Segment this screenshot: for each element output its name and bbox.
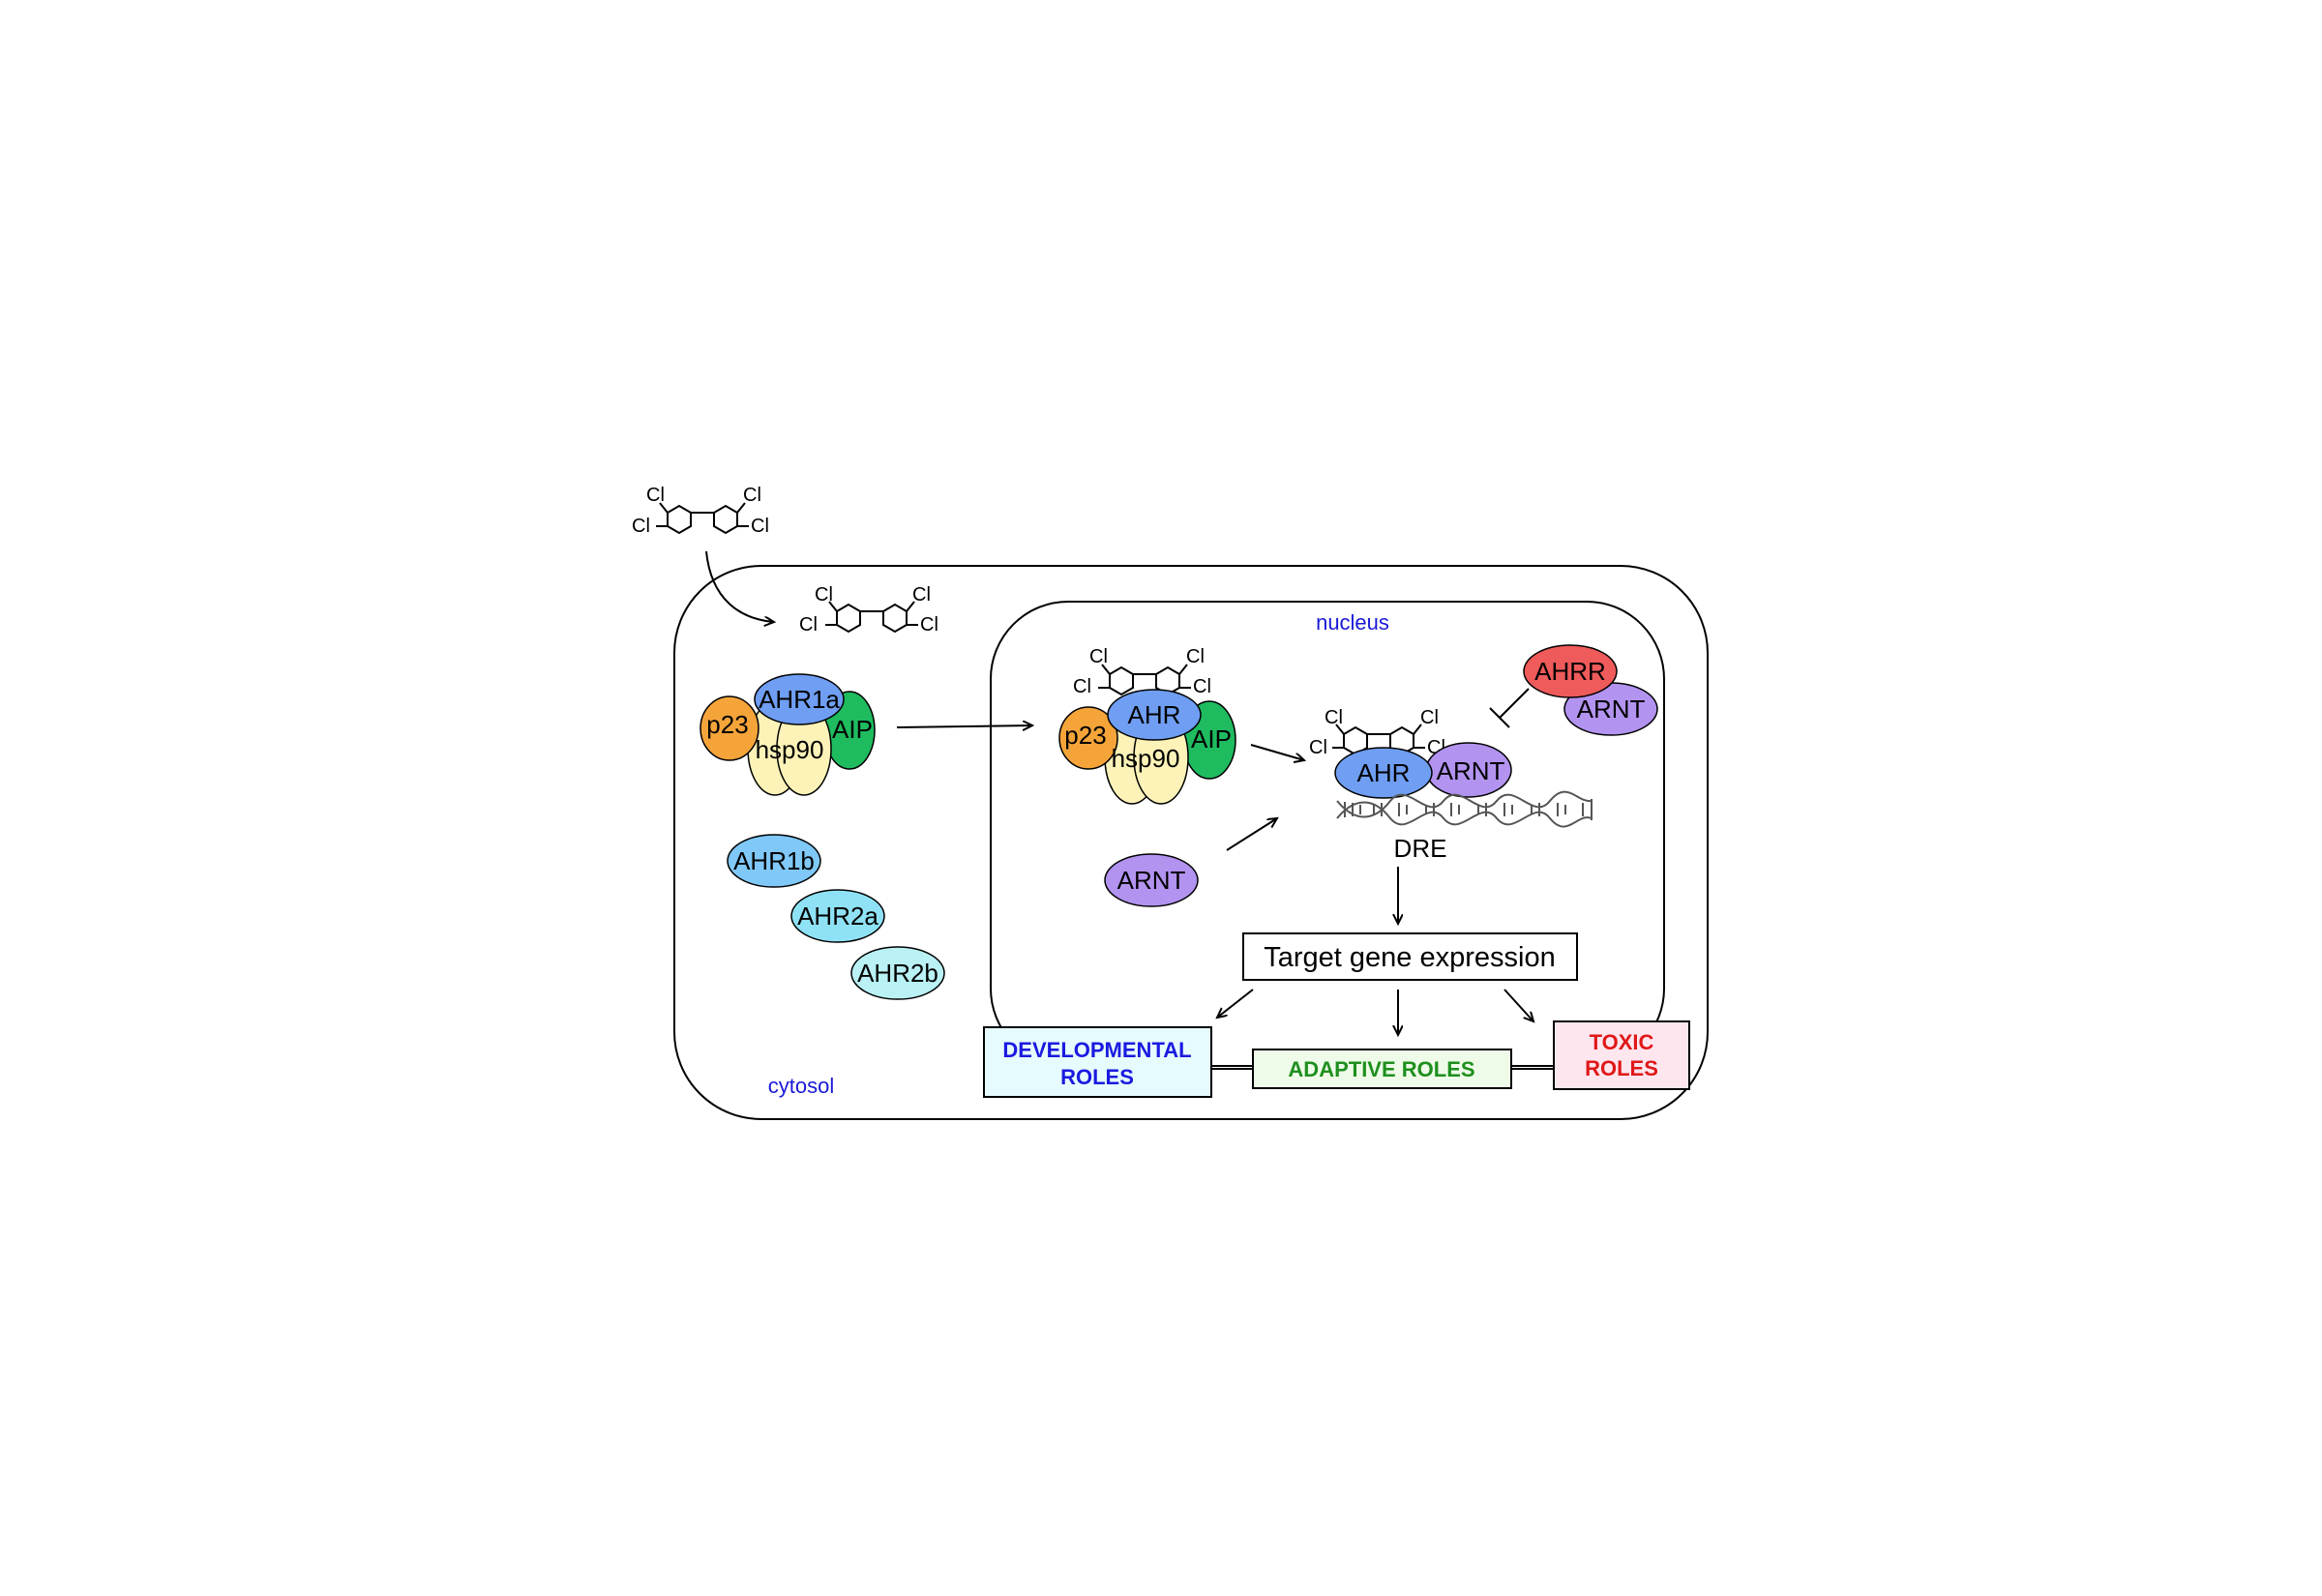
toxic-roles-line1: TOXIC [1590, 1030, 1654, 1054]
cl-label: Cl [632, 516, 650, 537]
cl-label: Cl [1089, 646, 1108, 667]
target-gene-expression-label: Target gene expression [1264, 942, 1555, 973]
pcb-ligand-cytosol: Cl Cl Cl Cl [799, 584, 938, 635]
ahr2b-protein [850, 946, 945, 1000]
nuclear-translocation-arrow [896, 725, 1032, 727]
arnt-label: ARNT [1577, 695, 1646, 724]
ligand-entry-arrow [705, 550, 774, 622]
ahr2a-protein [790, 889, 885, 943]
p23-protein [1058, 706, 1118, 770]
ahr1a-protein [754, 673, 845, 725]
ahr-protein [1107, 689, 1202, 741]
ahr2a-label: AHR2a [797, 901, 878, 931]
dna-bound-complex: Cl Cl Cl Cl AHR ARNT DRE [1309, 707, 1593, 863]
arnt-label: ARNT [1117, 866, 1186, 895]
cl-label: Cl [920, 614, 938, 635]
cl-label: Cl [799, 614, 818, 635]
ahrr-repressor: AHRR ARNT [1523, 644, 1658, 736]
complex-to-dre-arrow [1250, 744, 1304, 760]
dre-label: DRE [1394, 834, 1447, 863]
nucleus-label: nucleus [1316, 610, 1389, 635]
dna-helix [1336, 790, 1593, 828]
cytosol-label: cytosol [768, 1074, 834, 1098]
ahrr-label: AHRR [1534, 657, 1606, 686]
toxic-roles-box [1553, 1020, 1690, 1090]
arnt-protein [1104, 853, 1199, 907]
cl-label: Cl [1193, 676, 1211, 697]
cl-label: Cl [1420, 707, 1439, 728]
target-gene-expression-box [1242, 932, 1578, 981]
ahr-label: AHR [1357, 758, 1411, 787]
p23-label: p23 [1064, 721, 1106, 750]
cl-label: Cl [1309, 737, 1327, 758]
adaptive-roles-box [1252, 1049, 1512, 1089]
cl-label: Cl [912, 584, 931, 606]
developmental-roles-box [983, 1026, 1212, 1098]
toxic-arrow [1503, 989, 1533, 1021]
hsp90-label: hsp90 [756, 735, 824, 764]
adaptive-roles-label: ADAPTIVE ROLES [1288, 1057, 1474, 1081]
cl-label: Cl [743, 485, 761, 506]
inhibition-bar [1489, 688, 1530, 728]
developmental-roles-line2: ROLES [1060, 1065, 1134, 1089]
ahrr-protein [1523, 644, 1618, 698]
ahr-label: AHR [1128, 700, 1181, 729]
arnt-to-dre-arrow [1226, 818, 1277, 851]
cl-label: Cl [1073, 676, 1091, 697]
hsp90-label: hsp90 [1112, 744, 1180, 773]
ahr-paralogs: AHR1b AHR2a AHR2b [727, 834, 945, 1000]
developmental-arrow [1217, 989, 1254, 1018]
cl-label: Cl [1325, 707, 1343, 728]
aip-label: AIP [832, 715, 873, 744]
p23-label: p23 [706, 710, 748, 739]
ahr1b-label: AHR1b [733, 846, 815, 875]
ahr2b-label: AHR2b [857, 959, 938, 988]
cl-label: Cl [646, 485, 665, 506]
ahr1b-protein [727, 834, 821, 888]
arnt-label: ARNT [1437, 756, 1505, 785]
p23-protein [700, 695, 759, 761]
nuclear-ahr-complex: Cl Cl Cl Cl AHR p23 hsp90 AIP [1058, 646, 1236, 805]
cl-label: Cl [751, 516, 769, 537]
cl-label: Cl [1186, 646, 1205, 667]
cl-label: Cl [815, 584, 833, 606]
cytosol-ahr-complex: AHR1a p23 hsp90 AIP [700, 673, 876, 796]
pcb-ligand-extracellular: Cl Cl Cl Cl [632, 485, 769, 537]
toxic-roles-line2: ROLES [1585, 1056, 1658, 1080]
ahr-protein [1334, 747, 1433, 799]
developmental-roles-line1: DEVELOPMENTAL [1002, 1038, 1191, 1062]
ahr1a-label: AHR1a [759, 685, 840, 714]
aip-label: AIP [1191, 724, 1232, 754]
cell-membrane [673, 565, 1709, 1120]
